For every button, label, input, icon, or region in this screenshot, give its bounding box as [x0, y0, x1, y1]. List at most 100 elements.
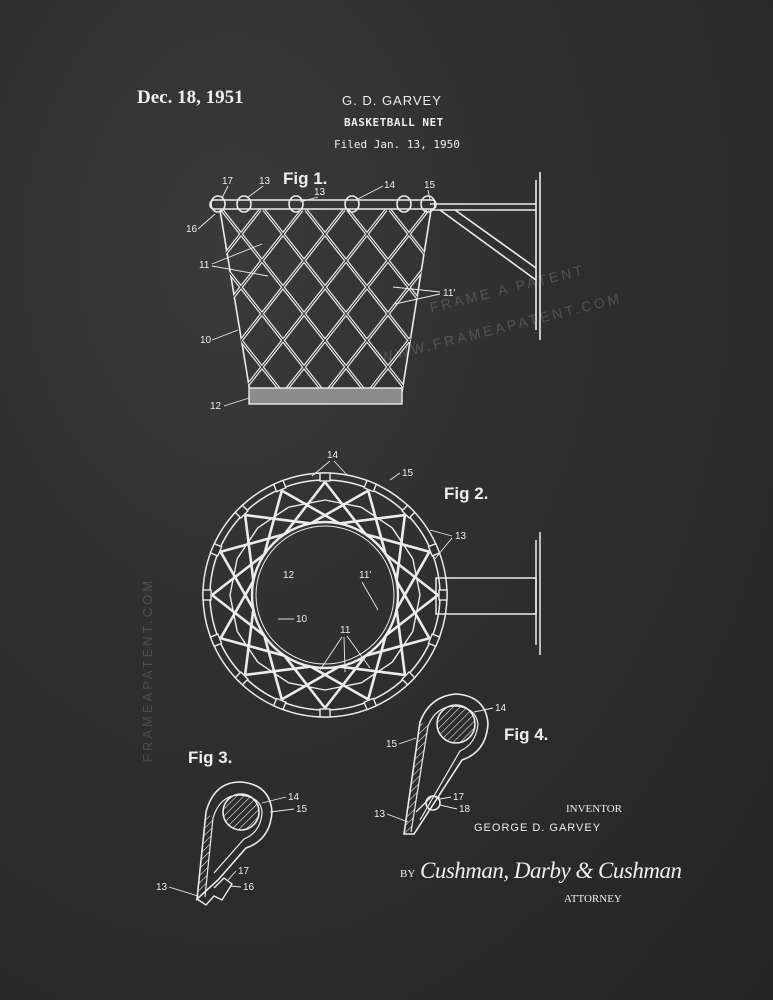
inventor-label: INVENTOR	[566, 803, 623, 815]
svg-text:11: 11	[199, 260, 210, 271]
fig2-net-cord	[323, 481, 367, 536]
fig2-rim-loop	[272, 479, 287, 493]
fig2-net-cord	[281, 665, 340, 701]
svg-text:13: 13	[374, 809, 386, 820]
svg-text:13: 13	[455, 531, 467, 542]
fig1-net-mesh	[218, 208, 432, 392]
fig2-net-cord	[310, 665, 369, 701]
fig2-net-cord	[263, 635, 284, 700]
by-label: BY	[400, 868, 416, 880]
fig2-net-cord	[243, 514, 255, 581]
fig1-rim	[209, 199, 437, 210]
fig3-cross-section: Fig 3. 14 15 17 16 13	[156, 748, 308, 906]
svg-text:10: 10	[200, 335, 212, 346]
fig4-ref-numerals: 14 15 17 18 13	[374, 703, 507, 820]
fig2-net-cord	[219, 580, 255, 639]
fig2-net-cord	[384, 553, 439, 597]
fig2-net-cord	[219, 551, 255, 610]
fig2-rim-loop	[202, 589, 212, 601]
fig2-rim-loop	[427, 633, 441, 648]
patent-date: Dec. 18, 1951	[137, 87, 244, 108]
fig2-net-cord	[384, 593, 439, 637]
svg-text:10: 10	[296, 614, 308, 625]
fig1-ref-numerals: 17 13 13 14 15 16 11 11' 10 12	[186, 176, 455, 412]
fig2-rim-loop	[363, 697, 378, 711]
fig2-net-cord	[283, 481, 327, 536]
fig2-rim-loop	[363, 479, 378, 493]
fig3-ref-numerals: 14 15 17 16 13	[156, 792, 308, 893]
fig2-net-bottom	[250, 520, 400, 670]
fig2-net-cord	[395, 514, 407, 581]
fig2-ref-numerals: 14 15 13 12 11' 10 11	[283, 450, 467, 636]
fig1-leader-lines	[197, 185, 441, 407]
svg-text:11: 11	[340, 625, 351, 636]
fig2-net-cord	[339, 513, 406, 525]
fig2-rim-loop	[427, 542, 441, 557]
svg-text:15: 15	[386, 739, 398, 750]
fig2-net-cord	[365, 533, 430, 554]
svg-text:11': 11'	[359, 570, 371, 581]
fig2-rim-loop	[401, 504, 416, 519]
fig2-net-cord	[220, 636, 285, 657]
fig2-label: Fig 2.	[444, 484, 488, 503]
fig2-rim-loop	[234, 504, 249, 519]
fig2-net-bottom-inner	[255, 525, 395, 665]
svg-text:11': 11'	[443, 288, 455, 299]
svg-text:16: 16	[186, 224, 198, 235]
fig2-net-cord	[244, 513, 311, 525]
svg-text:14: 14	[327, 450, 339, 461]
fig2-net-cord	[211, 593, 266, 637]
fig3-hatch-cord	[198, 812, 213, 898]
fig3-rim-section	[222, 793, 260, 831]
inventor-short-name: G. D. GARVEY	[342, 93, 442, 108]
fig2-net-cord	[283, 654, 327, 709]
fig2-rim-loop	[401, 671, 416, 686]
fig3-loop-outline	[195, 781, 273, 901]
fig3-label: Fig 3.	[188, 748, 232, 767]
fig4-rim-section	[436, 704, 476, 744]
fig2-net-cord	[243, 609, 255, 676]
patent-title: BASKETBALL NET	[344, 116, 444, 129]
fig2-rim-loop	[209, 633, 223, 648]
svg-text:15: 15	[296, 804, 308, 815]
fig4-label: Fig 4.	[504, 725, 548, 744]
fig2-net-cord	[323, 654, 367, 709]
fig2-net-cord	[244, 665, 311, 677]
fig2-top-view: Fig 2. 14 15 13 12 11' 10 11	[202, 450, 541, 718]
svg-text:14: 14	[288, 792, 300, 803]
fig2-rim-loop	[209, 542, 223, 557]
fig1-net-outline-right	[401, 209, 432, 393]
fig2-net-cord	[220, 533, 285, 554]
svg-text:14: 14	[495, 703, 507, 714]
filed-date: Filed Jan. 13, 1950	[334, 138, 460, 151]
fig1-net-outline-left	[219, 209, 251, 393]
fig2-rim-loop	[438, 589, 448, 601]
fig4-cross-section: Fig 4. 14 15 17 18 13	[374, 693, 548, 835]
svg-text:13: 13	[259, 176, 271, 187]
fig2-net-cord	[366, 635, 387, 700]
attorney-label: ATTORNEY	[564, 893, 622, 905]
svg-text:16: 16	[243, 882, 255, 893]
fig2-net-cord	[211, 553, 266, 597]
fig2-rim-loop	[234, 671, 249, 686]
fig1-net-cord-gap	[218, 209, 432, 392]
fig1-side-view: Fig 1.	[186, 169, 541, 412]
svg-text:12: 12	[283, 570, 295, 581]
fig2-net-cord	[263, 490, 284, 555]
fig2-rim-loops	[202, 472, 448, 718]
svg-text:17: 17	[453, 792, 465, 803]
fig2-rim-loop	[319, 472, 331, 482]
attorney-signature: Cushman, Darby & Cushman	[420, 858, 682, 883]
fig2-net-cord	[366, 490, 387, 555]
fig2-net-cords	[211, 481, 439, 709]
svg-text:18: 18	[459, 804, 471, 815]
fig2-net-cross-cord	[412, 558, 421, 596]
fig2-rim-loop	[319, 708, 331, 718]
fig3-ferrule	[196, 877, 233, 906]
fig1-bottom-band	[248, 387, 403, 405]
fig2-leader-lines	[278, 460, 453, 673]
fig2-net-cord	[310, 489, 369, 525]
fig2-net-cord	[339, 665, 406, 677]
